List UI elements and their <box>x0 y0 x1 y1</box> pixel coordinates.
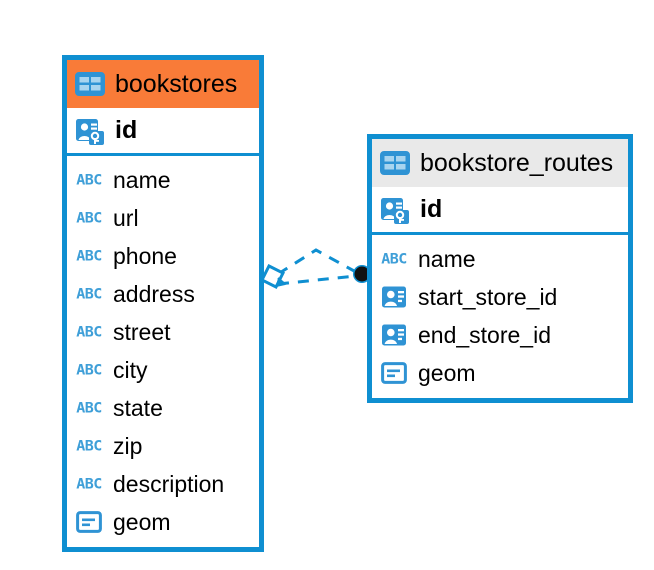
field-row-geom[interactable]: geom <box>372 354 628 392</box>
field-row-end-store-id[interactable]: end_store_id <box>372 316 628 354</box>
field-label: url <box>113 204 139 231</box>
field-label: state <box>113 394 163 421</box>
abc-text-icon: ABC <box>76 323 102 340</box>
entity-header[interactable]: bookstores <box>67 60 259 108</box>
diamond-marker <box>259 263 286 290</box>
field-label: zip <box>113 432 143 459</box>
field-label: end_store_id <box>418 321 551 348</box>
entity-name: bookstore_routes <box>420 148 614 177</box>
abc-text-icon: ABC <box>76 399 102 416</box>
entity-name: bookstores <box>115 69 238 98</box>
primary-key-row[interactable]: id <box>372 187 628 235</box>
field-row-city[interactable]: ABC city <box>67 351 259 389</box>
field-label: geom <box>418 359 476 386</box>
abc-text-icon: ABC <box>76 285 102 302</box>
entity-table-bookstores[interactable]: bookstores id ABC <box>62 55 264 552</box>
primary-key-label: id <box>115 116 138 144</box>
abc-text-icon: ABC <box>76 437 102 454</box>
field-row-start-store-id[interactable]: start_store_id <box>372 278 628 316</box>
field-label: city <box>113 356 148 383</box>
entity-header[interactable]: bookstore_routes <box>372 139 628 187</box>
field-row-address[interactable]: ABC address <box>67 275 259 313</box>
field-row-description[interactable]: ABC description <box>67 465 259 503</box>
abc-text-icon: ABC <box>76 171 102 188</box>
field-row-street[interactable]: ABC street <box>67 313 259 351</box>
abc-text-icon: ABC <box>76 209 102 226</box>
primary-key-icon <box>75 116 105 146</box>
primary-key-row[interactable]: id <box>67 108 259 156</box>
entity-table-bookstore-routes[interactable]: bookstore_routes id ABC <box>367 134 633 403</box>
table-icon <box>75 71 105 97</box>
filled-circle-marker <box>353 265 371 283</box>
field-list: ABC name ABC url ABC phone ABC address A… <box>67 156 259 547</box>
field-label: start_store_id <box>418 283 558 310</box>
foreign-key-icon <box>380 285 408 309</box>
geometry-icon <box>380 361 408 385</box>
field-label: description <box>113 470 225 497</box>
field-label: geom <box>113 508 171 535</box>
abc-text-icon: ABC <box>76 247 102 264</box>
field-label: phone <box>113 242 177 269</box>
field-row-name[interactable]: ABC name <box>372 240 628 278</box>
field-row-url[interactable]: ABC url <box>67 199 259 237</box>
abc-text-icon: ABC <box>76 361 102 378</box>
field-row-name[interactable]: ABC name <box>67 161 259 199</box>
field-label: street <box>113 318 171 345</box>
abc-text-icon: ABC <box>76 475 102 492</box>
primary-key-icon <box>380 195 410 225</box>
relationship-line-upper <box>277 248 357 276</box>
table-icon <box>380 150 410 176</box>
field-label: name <box>418 245 476 272</box>
field-row-state[interactable]: ABC state <box>67 389 259 427</box>
abc-text-icon: ABC <box>381 250 407 267</box>
field-list: ABC name start_store_id <box>372 235 628 398</box>
geometry-icon <box>75 510 103 534</box>
field-label: name <box>113 166 171 193</box>
field-row-zip[interactable]: ABC zip <box>67 427 259 465</box>
field-row-phone[interactable]: ABC phone <box>67 237 259 275</box>
relationship-connector[interactable] <box>252 232 382 322</box>
field-row-geom[interactable]: geom <box>67 503 259 541</box>
relationship-line-lower <box>277 274 357 286</box>
primary-key-label: id <box>420 195 443 223</box>
foreign-key-icon <box>380 323 408 347</box>
field-label: address <box>113 280 195 307</box>
